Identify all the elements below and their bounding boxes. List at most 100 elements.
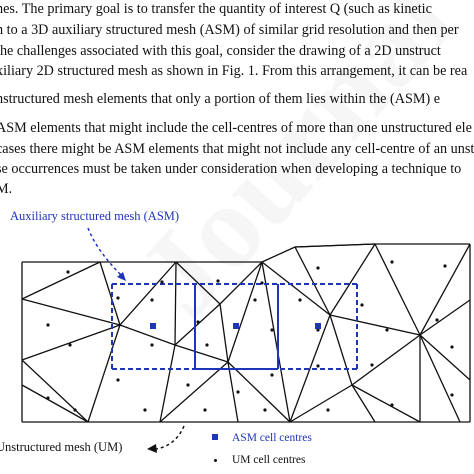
um-cell-centre xyxy=(443,264,447,268)
mesh-edge xyxy=(419,243,471,336)
mesh-edge xyxy=(329,243,376,316)
um-cell-centre xyxy=(116,378,120,382)
mesh-edge xyxy=(351,384,421,423)
mesh-edge xyxy=(227,261,263,363)
um-cell-centre xyxy=(160,280,164,284)
text-line-8: se occurrences must be taken under consi… xyxy=(0,161,462,177)
mesh-edge xyxy=(289,314,331,423)
um-cell-centre xyxy=(253,298,257,302)
um-cell-centre xyxy=(450,393,454,397)
um-cell-centre xyxy=(450,345,454,349)
mesh-edge xyxy=(174,344,229,363)
mesh-edge xyxy=(87,324,121,423)
um-cell-centre xyxy=(66,270,70,274)
text-line-5: nstructured mesh elements that only a po… xyxy=(0,91,441,107)
um-cell-centre xyxy=(270,373,274,377)
mesh-edge xyxy=(219,303,229,363)
mesh-edge xyxy=(174,303,221,346)
asm-cell-centre xyxy=(150,323,156,329)
mesh-edge xyxy=(159,361,229,423)
um-cell-centre xyxy=(205,343,209,347)
mesh-edge xyxy=(21,261,101,300)
um-cell-centre xyxy=(263,408,267,412)
text-line-3: the challenges associated with this goal… xyxy=(0,43,441,59)
mesh-edge xyxy=(261,261,291,423)
mesh-edge xyxy=(21,324,121,361)
asm-legend-marker xyxy=(212,434,218,440)
um-cell-centre xyxy=(298,298,302,302)
mesh-edge xyxy=(289,384,353,423)
mesh-edge xyxy=(227,361,239,423)
um-cell-centre xyxy=(326,408,330,412)
mesh-edge xyxy=(261,261,331,316)
mesh-edge xyxy=(227,361,291,423)
um-cell-centre xyxy=(46,323,50,327)
unstructured-mesh xyxy=(21,243,471,423)
asm-cell-centres xyxy=(150,323,321,329)
um-cell-centre xyxy=(260,281,264,285)
text-line-7: cases there might be ASM elements that m… xyxy=(0,141,474,157)
um-cell-centre xyxy=(390,260,394,264)
um-cell-centre xyxy=(385,328,389,332)
um-cell-centre xyxy=(216,279,220,283)
um-pointer-arrowhead xyxy=(147,444,157,453)
mesh-edge xyxy=(329,314,353,386)
um-cell-centre xyxy=(68,343,72,347)
um-cell-centre xyxy=(316,364,320,368)
um-cell-centre xyxy=(370,363,374,367)
um-cell-centre xyxy=(73,408,77,412)
mesh-edge xyxy=(419,334,471,381)
um-cell-centre xyxy=(203,408,207,412)
um-cell-centre xyxy=(390,403,394,407)
mesh-edge xyxy=(21,359,89,423)
asm-label: Auxiliary structured mesh (ASM) xyxy=(10,209,180,223)
auxiliary-structured-mesh xyxy=(111,283,358,370)
um-cell-centre xyxy=(316,266,320,270)
text-line-9: M. xyxy=(0,181,13,197)
mesh-edge xyxy=(119,324,176,346)
um-label: Unstructured mesh (UM) xyxy=(0,440,123,454)
text-line-6: ASM elements that might include the cell… xyxy=(0,120,472,136)
mesh-edge xyxy=(174,261,177,346)
mesh-edge xyxy=(419,299,471,336)
um-cell-centre xyxy=(116,296,120,300)
um-cell-centre xyxy=(46,396,50,400)
um-cell-centre xyxy=(236,390,240,394)
um-cell-centres xyxy=(46,260,454,412)
mesh-edge xyxy=(419,334,461,423)
um-cell-centre xyxy=(360,303,364,307)
asm-cell-centre xyxy=(233,323,239,329)
mesh-edge xyxy=(119,261,177,326)
asm-legend-label: ASM cell centres xyxy=(232,432,312,444)
um-legend-marker xyxy=(214,459,217,462)
um-cell-centre xyxy=(150,343,154,347)
um-cell-centre xyxy=(150,298,154,302)
asm-cell-centre xyxy=(315,323,321,329)
mesh-edge xyxy=(294,243,376,248)
um-cell-centre xyxy=(316,328,320,332)
asm-pointer-arrowhead xyxy=(117,272,126,281)
um-cell-centre xyxy=(196,320,200,324)
mesh-edge xyxy=(261,246,296,263)
mesh-edge xyxy=(159,344,176,423)
um-pointer-arrow xyxy=(155,425,185,450)
mesh-edge xyxy=(374,243,421,336)
um-cell-centre xyxy=(270,328,274,332)
text-line-2: h to a 3D auxiliary structured mesh (ASM… xyxy=(0,22,459,38)
um-cell-centre xyxy=(435,318,439,322)
mesh-edge xyxy=(21,298,121,326)
um-cell-centre xyxy=(186,383,190,387)
asm-pointer-arrow xyxy=(87,227,123,277)
mesh-edge xyxy=(351,334,421,386)
mesh-edge xyxy=(21,384,89,423)
um-cell-centre xyxy=(143,408,147,412)
um-legend-label: UM cell centres xyxy=(232,454,306,466)
text-line-1: hes. The primary goal is to transfer the… xyxy=(0,1,432,17)
mesh-edge xyxy=(351,384,376,423)
mesh-edge xyxy=(329,314,421,336)
mesh-edge xyxy=(294,246,331,316)
mesh-edge xyxy=(99,261,121,326)
mesh-edge xyxy=(175,261,221,305)
text-line-4: xiliary 2D structured mesh as shown in F… xyxy=(0,63,468,79)
